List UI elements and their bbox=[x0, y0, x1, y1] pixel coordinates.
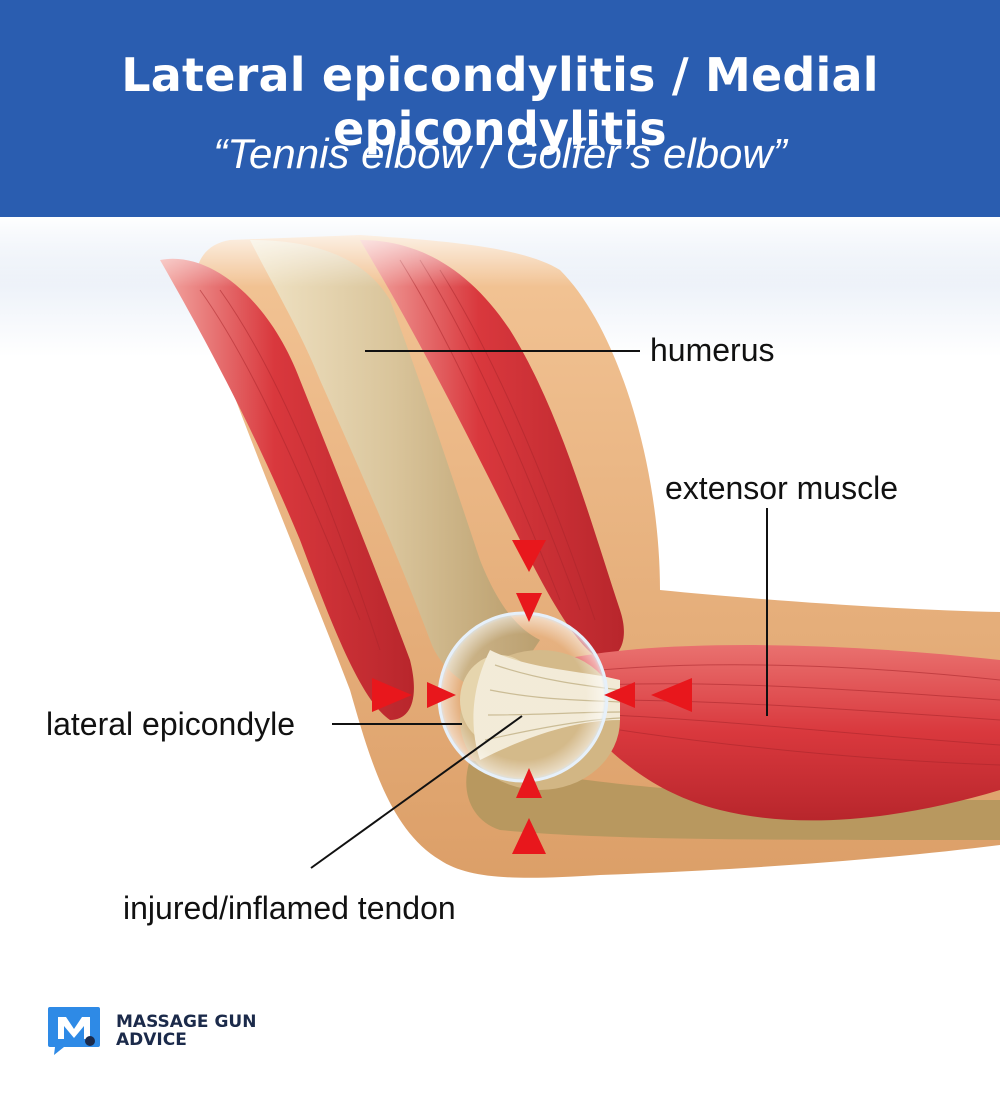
inflammation-highlight-circle bbox=[437, 611, 609, 783]
humerus-bone bbox=[250, 240, 540, 700]
brand-line-1: MASSAGE GUN bbox=[116, 1012, 257, 1032]
triceps-muscle bbox=[160, 258, 414, 720]
label-extensor-muscle: extensor muscle bbox=[665, 470, 898, 506]
brand-logo: MASSAGE GUN ADVICE bbox=[46, 1005, 256, 1057]
extensor-fibers bbox=[599, 664, 1000, 766]
label-lateral-epicondyle: lateral epicondyle bbox=[46, 706, 296, 742]
tendon-leader bbox=[310, 715, 523, 869]
arrow-bottom-inner bbox=[516, 768, 542, 798]
pain-arrows bbox=[372, 540, 692, 854]
arrow-bottom-outer bbox=[512, 818, 546, 854]
arrow-top-outer bbox=[512, 540, 546, 572]
page-title: Lateral epicondylitis / Medial epicondyl… bbox=[121, 48, 879, 156]
page-subtitle: “Tennis elbow / Golfer’s elbow” bbox=[213, 130, 787, 177]
brand-line-2: ADVICE bbox=[116, 1030, 187, 1050]
brand-name: MASSAGE GUN ADVICE bbox=[116, 1013, 256, 1049]
header-banner: Lateral epicondylitis / Medial epicondyl… bbox=[0, 0, 1000, 217]
arrow-left-inner bbox=[427, 682, 456, 708]
m-letter-chat-bubble-icon bbox=[48, 1007, 100, 1055]
biceps-muscle bbox=[360, 240, 624, 660]
arrow-right-inner bbox=[604, 682, 635, 708]
arrow-left-outer bbox=[372, 678, 412, 712]
leader-lines bbox=[310, 350, 768, 869]
label-injured-tendon: injured/inflamed tendon bbox=[123, 890, 456, 926]
arrow-right-outer bbox=[651, 678, 692, 712]
label-humerus: humerus bbox=[650, 332, 775, 368]
arrow-top-inner bbox=[516, 593, 542, 622]
